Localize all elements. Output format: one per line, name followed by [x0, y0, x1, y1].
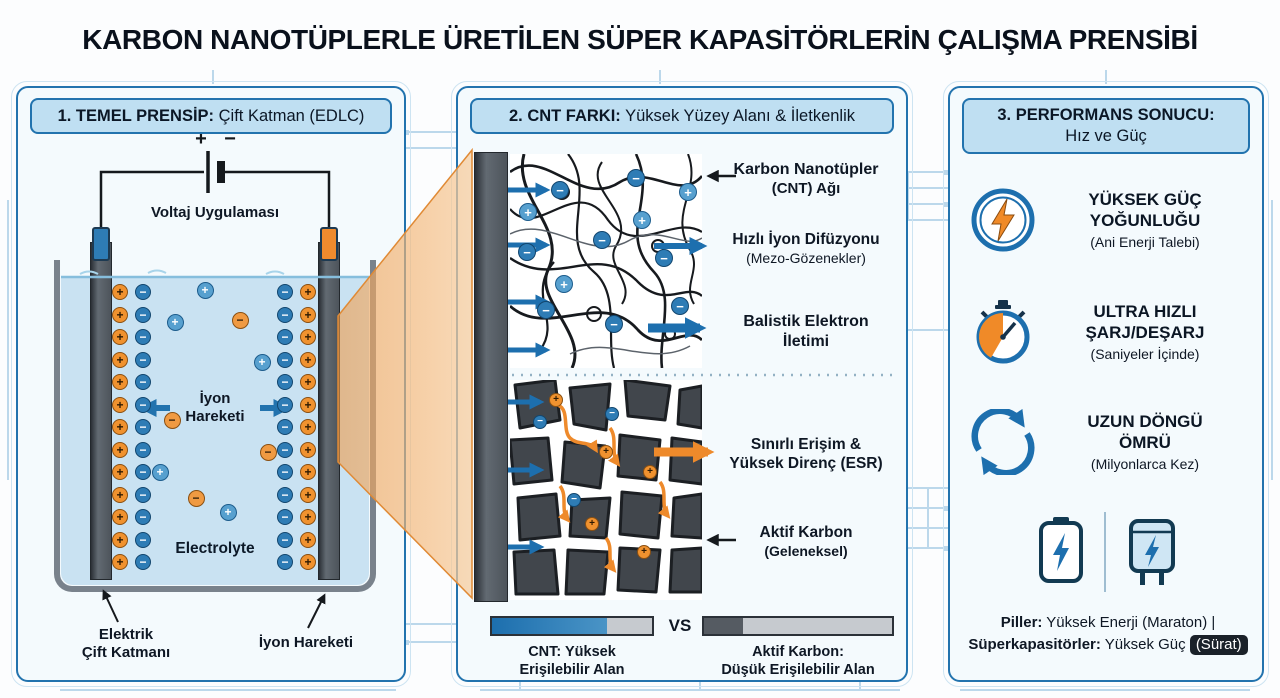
electrolyte-label: Electrolyte: [155, 540, 275, 559]
capacitor-icon: [1129, 519, 1175, 585]
result-fast-charge: ULTRA HIZLI ŞARJ/DEŞARJ (Saniyeler İçind…: [966, 280, 1250, 384]
cnt-bar-label: CNT: Yüksek Erişilebilir Alan: [482, 644, 662, 679]
negative-terminal: [92, 227, 110, 261]
cnt-electrode: [474, 152, 508, 602]
vs-text: VS: [668, 616, 692, 635]
stopwatch-icon: [966, 299, 1040, 365]
double-layer-line2: Çift Katmanı: [81, 644, 171, 662]
batteries-text: Yüksek Enerji (Maraton) |: [1042, 614, 1216, 631]
batteries-keyword: Piller:: [1000, 614, 1043, 631]
diffusion-line1: Hızlı İyon Difüzyonu: [732, 231, 880, 248]
footer-line2: Süperkapasitörler: Yüksek Güç (Sürat): [958, 634, 1258, 656]
cnt-bar-line1: CNT: Yüksek: [528, 644, 616, 660]
label-esr: Sınırlı Erişim & Yüksek Direnç (ESR): [708, 436, 904, 474]
cycle-life-text: UZUN DÖNGÜ ÖMRÜ (Milyonlarca Kez): [1040, 412, 1250, 472]
double-layer-pointer-arrow: [102, 589, 119, 623]
ballistic-line1: Balistik Elektron: [743, 313, 869, 330]
panel2-header: 2. CNT FARKI: Yüksek Yüzey Alanı & İletk…: [470, 98, 894, 134]
panel1-header-number: 1. TEMEL PRENSİP:: [57, 106, 215, 125]
diffusion-line2: (Mezo-Gözenekler): [746, 249, 866, 266]
ion-center-line1: İyon: [199, 390, 231, 407]
water-waves: [79, 269, 285, 275]
ac-area-bar: [702, 616, 894, 636]
footer-line1: Piller: Yüksek Enerji (Maraton) |: [958, 612, 1258, 634]
ac-bar-line2: Düşük Erişilebilir Alan: [721, 661, 875, 678]
panel-basic-principle: 1. TEMEL PRENSİP: Çift Katman (EDLC) + −…: [11, 81, 411, 687]
ion-movement-pointer-arrow: [307, 593, 326, 629]
device-divider: [1104, 512, 1106, 592]
cnt-label-line1: Karbon Nanotüpler: [733, 161, 879, 178]
supercaps-text: Yüksek Güç: [1100, 636, 1190, 653]
power-line1: YÜKSEK GÜÇ: [1088, 189, 1202, 209]
panel3-header-subtitle: Hız ve Güç: [1065, 127, 1147, 145]
battery-icon: [1039, 517, 1083, 583]
voltage-label: Voltaj Uygulaması: [115, 204, 315, 222]
lightning-icon: [966, 187, 1040, 253]
cycle-icon: [966, 409, 1040, 475]
label-cnt-network: Karbon Nanotüpler (CNT) Ağı: [708, 160, 904, 198]
result-cycle-life: UZUN DÖNGÜ ÖMRÜ (Milyonlarca Kez): [966, 390, 1250, 494]
charge-sub: (Saniyeler İçinde): [1090, 346, 1200, 363]
esr-line1: Sınırlı Erişim &: [750, 436, 862, 453]
charge-line2: ŞARJ/DEŞARJ: [1085, 322, 1205, 342]
panel3-header: 3. PERFORMANS SONUCU: Hız ve Güç: [962, 98, 1250, 154]
ac-bar-fill: [704, 618, 744, 634]
cycle-sub: (Milyonlarca Kez): [1090, 456, 1200, 473]
panel-cnt-difference: 2. CNT FARKI: Yüksek Yüzey Alanı & İletk…: [451, 81, 913, 687]
positive-terminal: [320, 227, 338, 261]
ac-line1: Aktif Karbon: [759, 524, 853, 541]
comparison-footer: Piller: Yüksek Enerji (Maraton) | Süperk…: [958, 612, 1258, 656]
label-ballistic: Balistik Elektron İletimi: [708, 312, 904, 351]
vs-label: VS: [658, 616, 702, 636]
panel2-arrows: [508, 169, 896, 555]
double-layer-label: Elektrik Çift Katmanı: [56, 626, 196, 663]
battery-wires: [99, 170, 331, 227]
panel1-header: 1. TEMEL PRENSİP: Çift Katman (EDLC): [30, 98, 392, 134]
panel3-header-number: 3. PERFORMANS SONUCU:: [997, 105, 1215, 124]
ac-bar-label: Aktif Karbon: Düşük Erişilebilir Alan: [694, 644, 902, 679]
power-sub: (Ani Enerji Talebi): [1090, 234, 1200, 251]
fast-charge-text: ULTRA HIZLI ŞARJ/DEŞARJ (Saniyeler İçind…: [1040, 302, 1250, 362]
double-layer-line1: Elektrik: [98, 626, 154, 643]
cnt-label-line2: (CNT) Ağı: [771, 179, 841, 197]
panel2-header-number: 2. CNT FARKI:: [508, 106, 621, 125]
esr-line2: Yüksek Direnç (ESR): [729, 454, 883, 472]
cnt-area-bar: [490, 616, 654, 636]
page-title: KARBON NANOTÜPLERLE ÜRETİLEN SÜPER KAPAS…: [82, 24, 1198, 55]
surat-badge: (Sürat): [1189, 635, 1248, 655]
panel-performance-result: 3. PERFORMANS SONUCU: Hız ve Güç YÜKSEK G…: [943, 81, 1269, 687]
ion-movement-center-label: İyon Hareketi: [175, 390, 255, 427]
ballistic-line2: İletimi: [782, 332, 830, 350]
battery-minus-symbol: −: [224, 128, 236, 150]
ac-bar-line1: Aktif Karbon:: [752, 644, 844, 660]
supercaps-keyword: Süperkapasitörler:: [968, 636, 1101, 653]
panel2-header-subtitle: Yüksek Yüzey Alanı & İletkenlik: [620, 106, 856, 125]
result-power-density: YÜKSEK GÜÇ YOĞUNLUĞU (Ani Enerji Talebi): [966, 168, 1250, 272]
power-density-text: YÜKSEK GÜÇ YOĞUNLUĞU (Ani Enerji Talebi): [1040, 190, 1250, 250]
ion-center-line2: Hareketi: [185, 408, 245, 426]
label-ion-diffusion: Hızlı İyon Difüzyonu (Mezo-Gözenekler): [708, 231, 904, 267]
ion-bottom-text: İyon Hareketi: [258, 634, 354, 651]
charge-line1: ULTRA HIZLI: [1093, 301, 1197, 321]
battery-plus-symbol: +: [195, 128, 207, 150]
panel1-header-subtitle: Çift Katman (EDLC): [214, 106, 365, 125]
cnt-bar-fill: [492, 618, 608, 634]
cycle-line1: UZUN DÖNGÜ: [1087, 411, 1203, 431]
cnt-bar-line2: Erişilebilir Alan: [519, 661, 625, 678]
label-activated-carbon: Aktif Karbon (Geleneksel): [708, 524, 904, 560]
ac-line2: (Geleneksel): [764, 542, 848, 559]
panel1-artwork: + −: [61, 128, 369, 629]
cycle-line2: ÖMRÜ: [1119, 432, 1171, 452]
ion-movement-bottom-label: İyon Hareketi: [246, 634, 366, 652]
electrolyte-label-text: Electrolyte: [175, 540, 255, 557]
battery-vs-capacitor-icons: [966, 504, 1250, 600]
power-line2: YOĞUNLUĞU: [1089, 210, 1201, 230]
voltage-label-text: Voltaj Uygulaması: [150, 204, 280, 221]
